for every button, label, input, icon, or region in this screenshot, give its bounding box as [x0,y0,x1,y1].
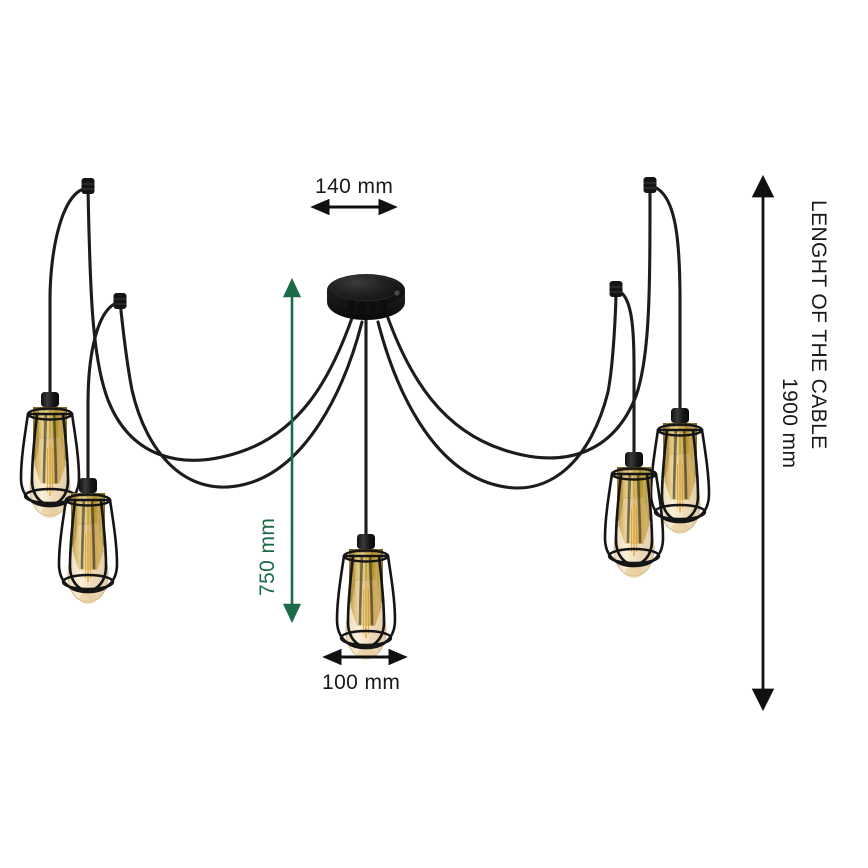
hook-left [113,293,127,309]
cable-group [48,184,682,536]
ceiling-canopy [327,274,405,320]
canopy-screw-icon [394,290,400,296]
cable-left-drop [86,300,122,480]
dimension-label-cable-length-value: 1900 mm [778,378,801,469]
lamp-far-right [649,406,711,536]
cable-far-right-drop [648,184,682,410]
dimension-arrow-cable-length [751,174,775,712]
lamp-center [335,532,397,662]
lamp-left [57,476,119,606]
dimension-arrow-140mm [310,198,398,216]
hook-far-right [643,177,657,193]
dimension-arrow-750mm [282,277,302,624]
dimension-arrow-100mm [322,648,408,666]
cable-far-left [86,186,354,462]
hook-right [609,281,623,297]
hook-far-left [81,178,95,194]
lamp-right [603,450,665,580]
dimension-label-140mm: 140 mm [315,175,394,198]
cable-right [376,288,618,490]
dimension-label-100mm: 100 mm [322,671,401,694]
dimension-label-750mm: 750 mm [256,517,279,596]
cable-far-right [386,184,652,460]
dimension-label-cable-length-title: LENGHT OF THE CABLE [807,200,830,450]
cable-left [118,300,364,489]
cable-far-left-drop [48,186,90,394]
